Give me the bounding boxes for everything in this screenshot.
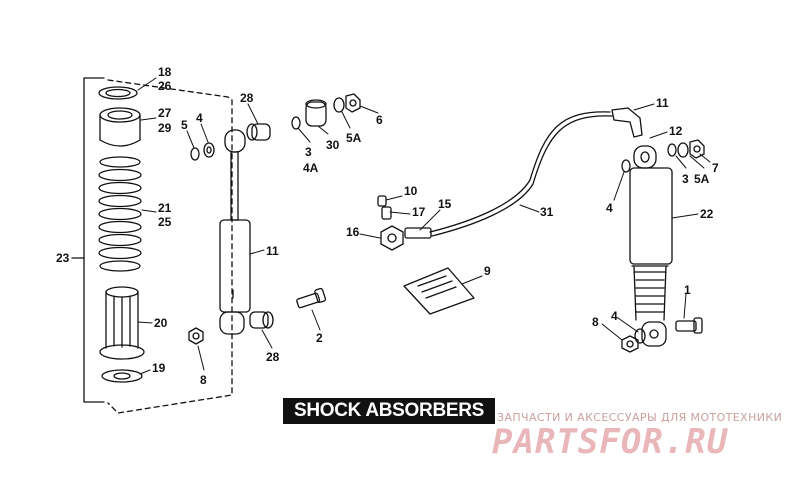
callout-8-left: 8 bbox=[200, 373, 207, 387]
shock-absorber-11 bbox=[188, 123, 327, 345]
callout-16: 16 bbox=[346, 225, 360, 239]
callout-28-upper: 28 bbox=[240, 91, 254, 105]
callout-7: 7 bbox=[712, 161, 719, 175]
callout-5A-upper: 5A bbox=[346, 131, 362, 145]
callout-2: 2 bbox=[316, 331, 323, 345]
callout-5A-right: 5A bbox=[694, 172, 710, 186]
callout-21: 21 bbox=[158, 201, 172, 215]
watermark-logo: PARTSFOR.RU bbox=[492, 422, 729, 462]
leader-lines bbox=[137, 77, 711, 375]
callout-26: 26 bbox=[158, 79, 172, 93]
callout-19: 19 bbox=[152, 361, 166, 375]
callout-29: 29 bbox=[158, 121, 172, 135]
diagram-title: SHOCK ABSORBERS bbox=[283, 398, 495, 424]
callout-4: 4 bbox=[196, 111, 203, 125]
callout-27: 27 bbox=[158, 106, 172, 120]
coil-spring bbox=[98, 156, 142, 272]
callout-3-upper: 3 bbox=[305, 145, 312, 159]
callout-3-right: 3 bbox=[682, 172, 689, 186]
callout-8-right: 8 bbox=[592, 315, 599, 329]
callout-4-lower-right: 4 bbox=[611, 309, 618, 323]
callout-5: 5 bbox=[181, 118, 188, 132]
callout-23: 23 bbox=[56, 251, 70, 265]
callout-labels: 18 26 27 29 21 25 23 20 19 5 4 28 11 28 … bbox=[56, 65, 719, 387]
dashed-guide bbox=[107, 79, 233, 414]
watermark-tagline: ЗАПЧАСТИ И АКСЕССУАРЫ ДЛЯ МОТОТЕХНИКИ bbox=[497, 411, 783, 424]
callout-11-right: 11 bbox=[656, 96, 669, 110]
upper-mount-parts bbox=[291, 93, 361, 130]
callout-25: 25 bbox=[158, 215, 172, 229]
callout-22: 22 bbox=[700, 207, 714, 221]
callout-15: 15 bbox=[438, 197, 452, 211]
callout-18: 18 bbox=[158, 65, 172, 79]
coilover-assembly bbox=[71, 77, 145, 403]
callout-9: 9 bbox=[484, 264, 491, 278]
callout-4-right: 4 bbox=[606, 201, 613, 215]
callout-20: 20 bbox=[154, 316, 168, 330]
callout-11-left: 11 bbox=[266, 244, 279, 258]
callout-28-lower: 28 bbox=[266, 350, 280, 364]
callout-31: 31 bbox=[540, 205, 554, 219]
callout-12: 12 bbox=[669, 124, 683, 138]
callout-6: 6 bbox=[376, 113, 383, 127]
remote-hose-assembly bbox=[377, 107, 643, 315]
shock-absorber-22 bbox=[621, 139, 705, 353]
callout-30: 30 bbox=[326, 138, 340, 152]
callout-17: 17 bbox=[412, 205, 426, 219]
callout-10: 10 bbox=[404, 184, 418, 198]
callout-1: 1 bbox=[684, 283, 691, 297]
callout-4A: 4A bbox=[303, 161, 319, 175]
